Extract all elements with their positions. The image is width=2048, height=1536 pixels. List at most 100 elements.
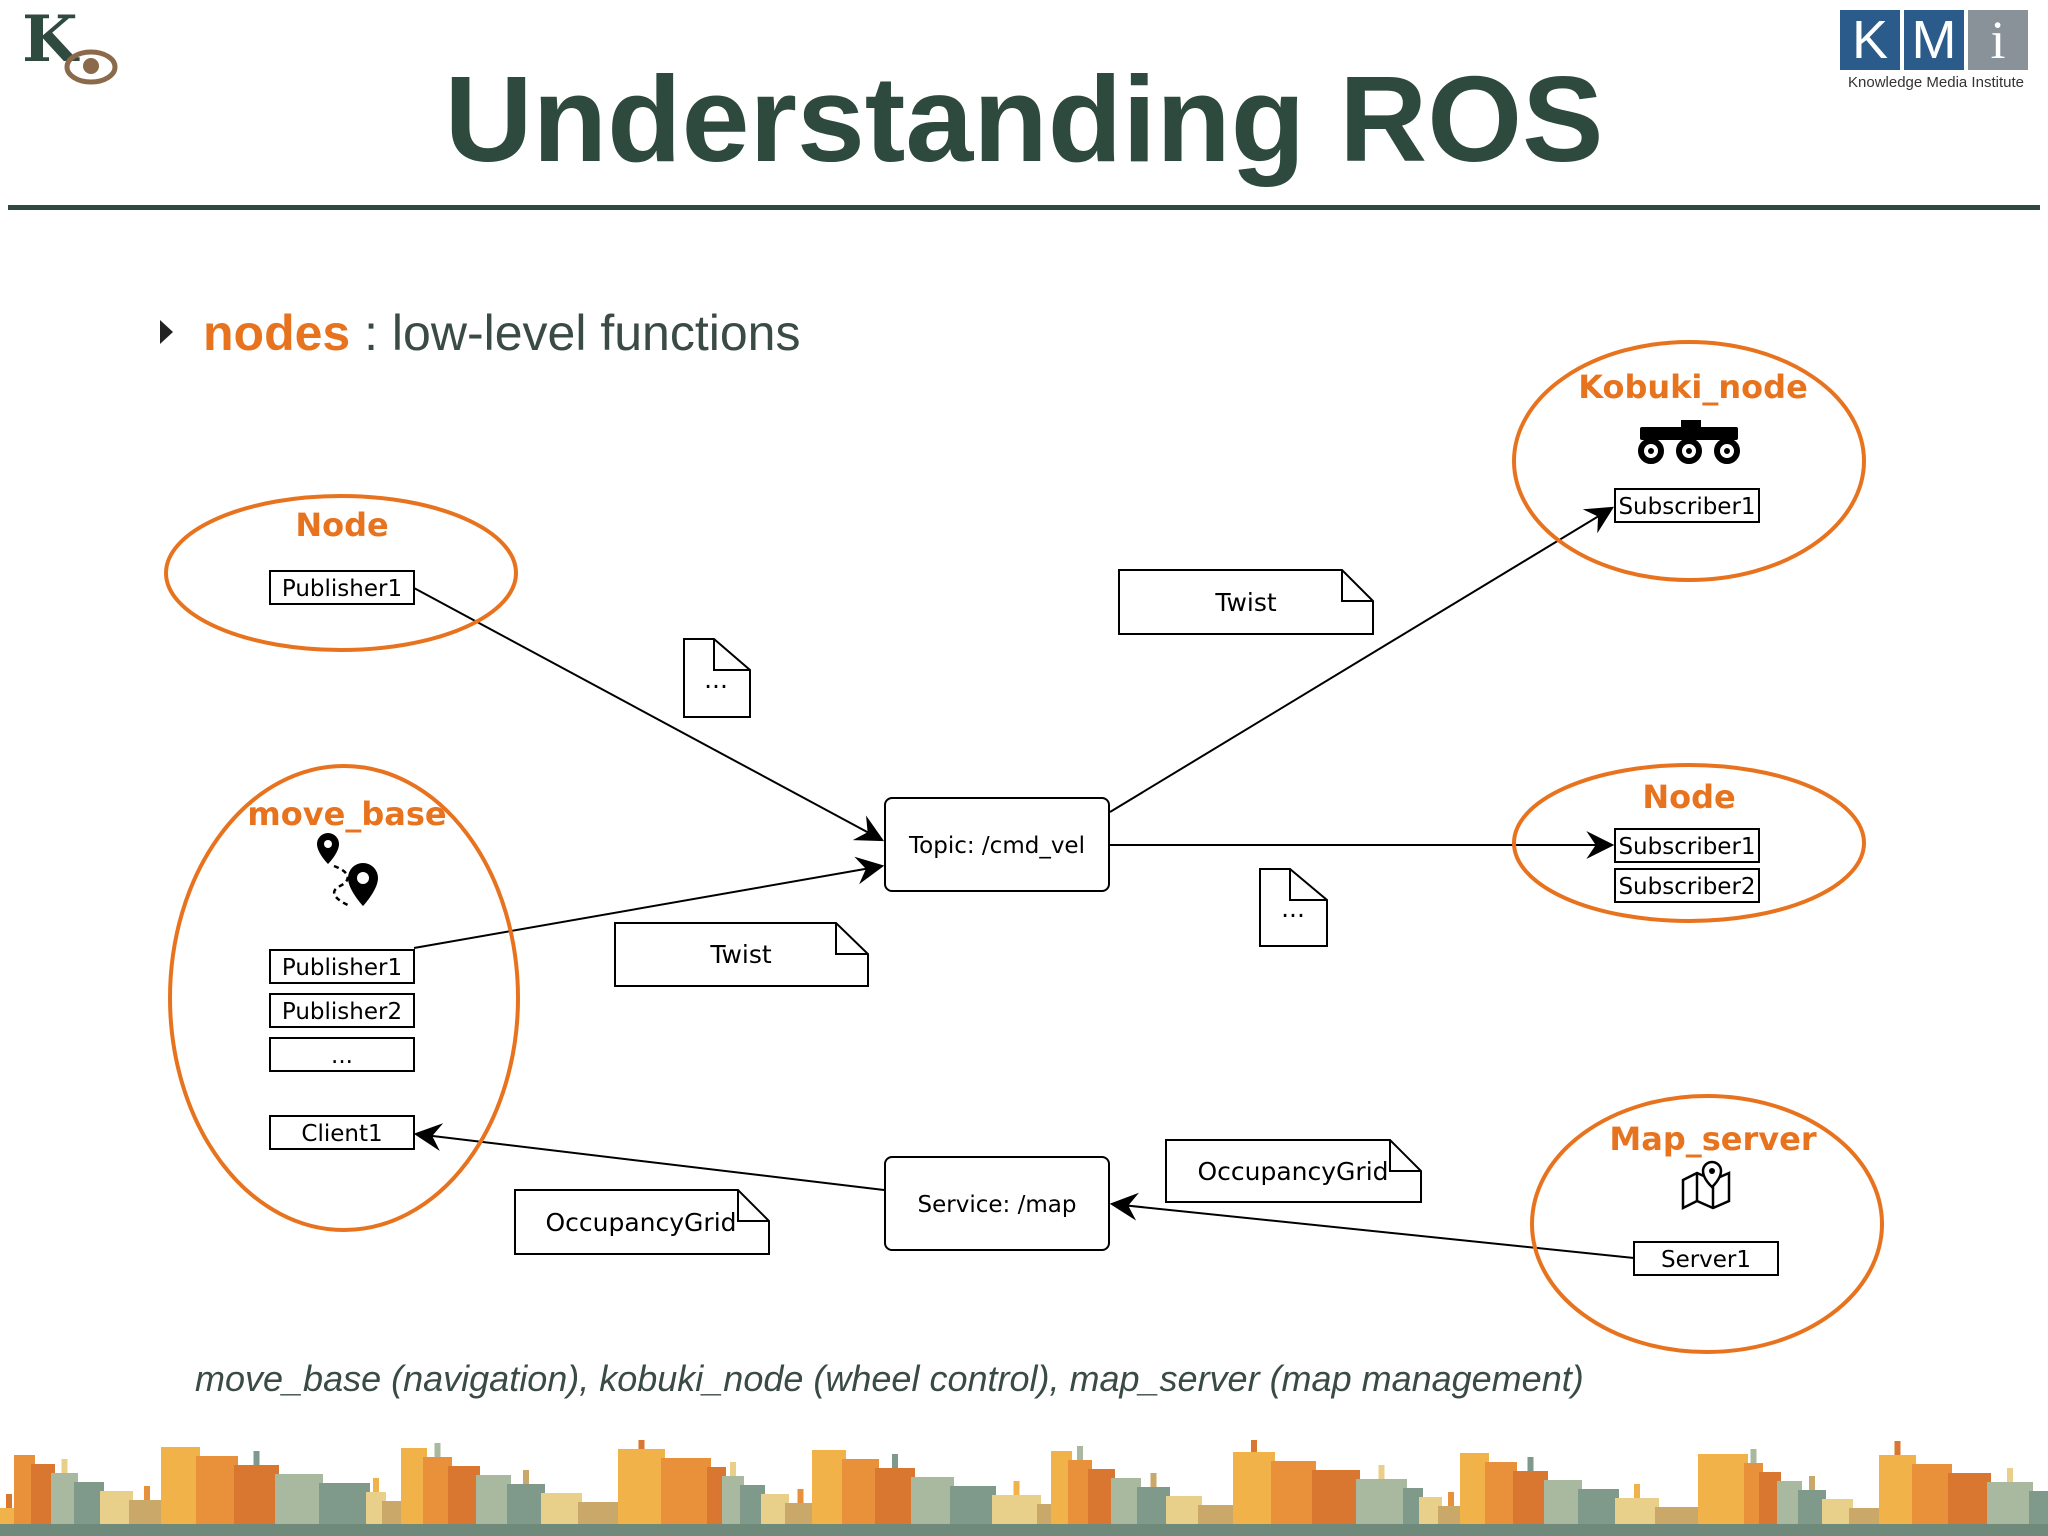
node-subscriber2-label: Subscriber2 [1618,874,1755,900]
kobuki-node-ellipse [1512,340,1866,582]
map-icon [1681,1160,1731,1211]
skyline-spire [434,1443,441,1457]
skyline-spire [1448,1492,1454,1506]
skyline-building [1233,1452,1275,1536]
more-ports-label: ... [331,1043,353,1069]
city-skyline-decoration [0,1440,2048,1536]
logo-swirl-icon [64,49,118,85]
msg-twist-top-label: Twist [1214,588,1277,617]
map-server-title: Map_server [1609,1120,1816,1158]
bullet-text: : low-level functions [350,305,801,361]
node-right-ellipse [1512,763,1866,923]
topic-box [884,797,1110,892]
client1-label: Client1 [301,1121,382,1147]
skyline-building [618,1449,665,1536]
skyline-building [196,1456,238,1536]
node-subscriber1-box [1614,828,1760,863]
edge-publisher1-topic [413,587,885,842]
client1-box [269,1115,415,1150]
skyline-spire [2007,1468,2013,1482]
service-box [884,1156,1110,1251]
skyline-spire [1251,1440,1257,1452]
msg-twist-top-note [1118,569,1374,635]
skyline-building [1744,1463,1763,1536]
node-top-title: Node [295,506,388,544]
caption: move_base (navigation), kobuki_node (whe… [195,1358,1584,1399]
kmi-letter-m: M [1904,10,1964,70]
edge-server-service [1109,1192,1635,1259]
skyline-building [1460,1453,1489,1536]
server1-box [1633,1241,1779,1276]
msg-grid-left-label: OccupancyGrid [545,1208,736,1237]
edge-movebase-topic [413,856,885,949]
skyline-spire [730,1462,736,1476]
skyline-spire [638,1440,645,1449]
skyline-ground [0,1524,2048,1536]
node-subscriber2-box [1614,868,1760,903]
bullet-keyword: nodes [203,305,351,361]
skyline-building [1759,1472,1781,1536]
skyline-building [661,1458,711,1536]
msg-dots-right-label: ... [1281,894,1305,923]
skyline-spire [797,1489,804,1503]
skyline-spire [253,1451,260,1465]
publisher1-top-label: Publisher1 [282,576,402,602]
msg-dots-right-note [1259,868,1328,947]
edge-topic-kobuki [1109,506,1614,813]
edge-service-client [413,1123,885,1191]
publisher1-label: Publisher1 [282,955,402,981]
publisher2-label: Publisher2 [282,999,402,1025]
skyline-spire [1894,1441,1901,1455]
skyline-spire [6,1494,12,1508]
skyline-spire [373,1478,379,1492]
skyline-spire [1013,1481,1020,1495]
kmi-logo: K M i Knowledge Media Institute [1838,10,2034,100]
skyline-spire [892,1454,898,1468]
skyline-spire [1527,1457,1534,1471]
skyline-spire [1378,1465,1385,1479]
skyline-spire [144,1486,150,1500]
connections [413,506,1635,1259]
skyline-building [812,1450,846,1536]
title-divider [8,205,2040,210]
skyline-spire [1634,1484,1640,1498]
msg-grid-right-note [1165,1139,1422,1203]
robot-icon [1638,420,1740,464]
msg-grid-right-label: OccupancyGrid [1197,1157,1388,1186]
kmi-letter-k: K [1840,10,1900,70]
skyline-spire [523,1470,529,1484]
skyline-building [1051,1451,1072,1536]
msg-dots-left-label: ... [704,665,728,694]
msg-twist-left-label: Twist [709,940,772,969]
publisher2-box [269,993,415,1028]
skyline-building [1271,1461,1316,1536]
kobuki-subscriber1-box [1614,488,1760,523]
bullet-line: nodes : low-level functions [160,308,800,358]
topic-label: Topic: /cmd_vel [908,833,1085,859]
msg-dots-left-note [683,638,751,718]
skyline-building [842,1459,879,1536]
skyline-spire [1150,1473,1157,1487]
move-base-ellipse [168,764,520,1232]
server1-label: Server1 [1661,1247,1751,1273]
skyline-building [707,1467,726,1536]
msg-grid-left-note [514,1189,770,1255]
skyline-building [161,1447,200,1536]
kmi-subtitle: Knowledge Media Institute [1848,74,2024,91]
more-ports-box [269,1037,415,1072]
skyline-building [14,1455,35,1536]
skyline-spire [1750,1449,1757,1463]
skyline-building [1485,1462,1517,1536]
node-top-ellipse [164,494,518,652]
service-label: Service: /map [918,1192,1077,1218]
bullet-arrow-icon [160,320,173,344]
skyline-spire [61,1459,68,1473]
msg-twist-left-note [614,922,869,987]
map-server-ellipse [1530,1094,1884,1354]
skyline-building [423,1457,452,1536]
skyline-building [722,1476,744,1536]
skyline-building [1879,1455,1916,1536]
route-icon [317,833,378,908]
skyline-building [1698,1454,1748,1536]
